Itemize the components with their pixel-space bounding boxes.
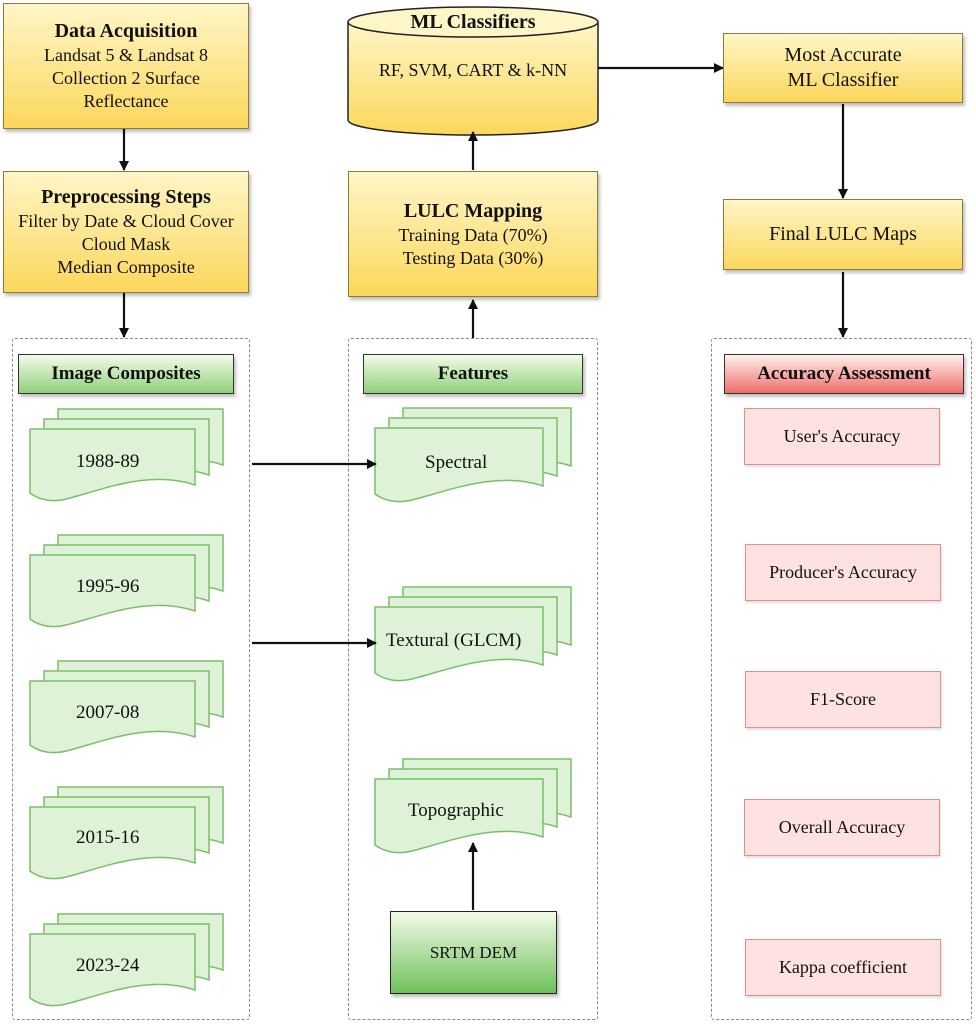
- accuracy-item-f1: F1-Score: [745, 671, 941, 728]
- image-composites-header: Image Composites: [18, 354, 234, 394]
- composite-doc-stacks: [29, 408, 224, 1007]
- composite-label: 2023-24: [76, 955, 140, 976]
- composite-doc-stack: [29, 913, 224, 1007]
- document-sheet: [374, 778, 544, 854]
- feature-label-spectral: Spectral: [425, 452, 488, 473]
- preprocessing-line: Median Composite: [57, 257, 195, 277]
- most-accurate-line: Most Accurate: [784, 44, 902, 66]
- feature-doc-stack: [374, 758, 572, 854]
- ml-classifiers-title: ML Classifiers: [410, 11, 536, 33]
- ml-classifiers-cylinder: [347, 6, 599, 136]
- accuracy-item-producers: Producer's Accuracy: [745, 544, 941, 601]
- accuracy-item-overall: Overall Accuracy: [744, 799, 940, 856]
- features-header: Features: [363, 354, 583, 394]
- feature-doc-stack: [374, 407, 572, 503]
- composite-doc-stack: [29, 408, 224, 502]
- lulc-mapping-box: LULC Mapping Training Data (70%) Testing…: [348, 171, 598, 297]
- ml-classifiers-text: ML Classifiers RF, SVM, CART & k-NN: [348, 8, 598, 118]
- accuracy-item-label: F1-Score: [810, 689, 876, 709]
- data-acquisition-line: Collection 2 Surface: [52, 68, 200, 88]
- document-sheet: [29, 806, 196, 880]
- document-sheet: [374, 606, 544, 682]
- accuracy-assessment-header: Accuracy Assessment: [724, 354, 964, 394]
- data-acquisition-title: Data Acquisition: [54, 20, 198, 42]
- accuracy-item-label: Overall Accuracy: [778, 817, 906, 837]
- features-title: Features: [437, 363, 509, 384]
- composite-label: 1988-89: [76, 451, 140, 472]
- document-sheet: [29, 554, 196, 628]
- data-acquisition-line: Landsat 5 & Landsat 8: [44, 45, 208, 65]
- lulc-mapping-line: Testing Data (30%): [402, 247, 544, 268]
- accuracy-item-label: User's Accuracy: [783, 426, 901, 446]
- accuracy-group: [711, 338, 972, 1020]
- document-sheet: [29, 933, 196, 1007]
- most-accurate-box: Most Accurate ML Classifier: [723, 33, 963, 103]
- accuracy-item-users: User's Accuracy: [744, 408, 940, 465]
- composite-doc-stack: [29, 786, 224, 880]
- accuracy-item-label: Kappa coefficient: [778, 957, 908, 977]
- composite-doc-stack: [29, 534, 224, 628]
- final-lulc-maps-box: Final LULC Maps: [723, 199, 963, 270]
- composite-doc-stack: [29, 660, 224, 754]
- srtm-dem-label: SRTM DEM: [429, 942, 518, 962]
- lulc-mapping-line: Training Data (70%): [398, 224, 548, 245]
- accuracy-item-kappa: Kappa coefficient: [745, 939, 941, 996]
- srtm-dem-box: SRTM DEM: [390, 911, 557, 994]
- composite-label: 1995-96: [76, 576, 140, 597]
- accuracy-item-label: Producer's Accuracy: [769, 562, 917, 582]
- ml-classifiers-line: RF, SVM, CART & k-NN: [378, 60, 568, 80]
- composite-label: 2007-08: [76, 702, 140, 723]
- data-acquisition-line: Reflectance: [83, 91, 169, 111]
- image-composites-group: [12, 338, 250, 1020]
- document-sheet: [29, 428, 196, 502]
- data-acquisition-box: Data Acquisition Landsat 5 & Landsat 8 C…: [3, 3, 249, 129]
- feature-label-textural: Textural (GLCM): [386, 630, 522, 651]
- preprocessing-title: Preprocessing Steps: [41, 186, 211, 208]
- final-lulc-maps-label: Final LULC Maps: [769, 223, 917, 245]
- preprocessing-line: Filter by Date & Cloud Cover: [18, 211, 234, 231]
- document-sheet: [29, 680, 196, 754]
- feature-doc-stacks: [374, 407, 572, 854]
- feature-label-topographic: Topographic: [408, 800, 504, 821]
- most-accurate-line: ML Classifier: [787, 69, 899, 91]
- document-sheet: [374, 427, 544, 503]
- preprocessing-line: Cloud Mask: [81, 234, 171, 254]
- feature-doc-stack: [374, 586, 572, 682]
- accuracy-assessment-title: Accuracy Assessment: [757, 363, 931, 384]
- preprocessing-box: Preprocessing Steps Filter by Date & Clo…: [3, 171, 249, 293]
- composite-label: 2015-16: [76, 827, 140, 848]
- image-composites-title: Image Composites: [51, 363, 201, 384]
- features-group: [348, 338, 598, 1020]
- lulc-mapping-title: LULC Mapping: [403, 199, 543, 222]
